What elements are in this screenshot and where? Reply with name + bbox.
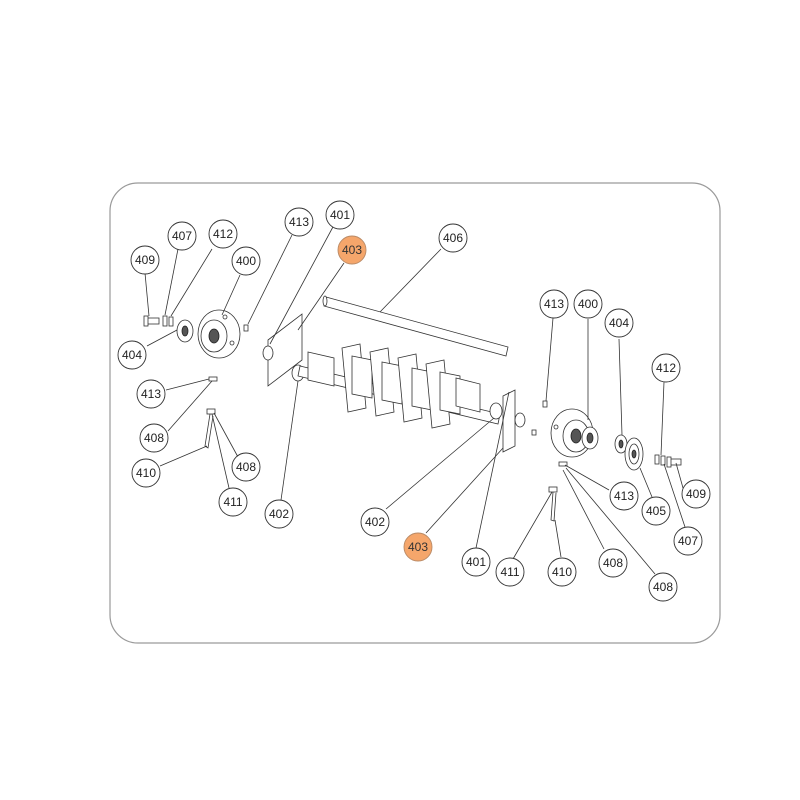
callout-label: 401 xyxy=(330,208,350,222)
callout-403-bottom[interactable]: 403 xyxy=(403,532,433,562)
left-washers xyxy=(162,315,174,327)
callout-label: 412 xyxy=(656,361,676,375)
callout-404-left[interactable]: 404 xyxy=(117,340,147,370)
callout-label: 412 xyxy=(213,227,233,241)
callout-408-right-b[interactable]: 408 xyxy=(648,572,678,602)
blade-drum xyxy=(297,343,501,429)
right-end-cap xyxy=(550,408,594,458)
callout-413-right[interactable]: 413 xyxy=(609,481,639,511)
parts-drawing xyxy=(143,295,682,522)
callout-label: 402 xyxy=(269,507,289,521)
right-washers xyxy=(654,454,666,466)
right-flange-plate xyxy=(502,389,516,453)
callout-400-left[interactable]: 400 xyxy=(231,246,261,276)
callout-413-left[interactable]: 413 xyxy=(136,379,166,409)
left-end-cap xyxy=(197,309,241,359)
shaft xyxy=(322,295,509,357)
callout-label: 409 xyxy=(686,487,706,501)
callout-label: 413 xyxy=(141,387,161,401)
callout-409-left[interactable]: 409 xyxy=(130,245,160,275)
callout-412-left[interactable]: 412 xyxy=(208,219,238,249)
right-bushing xyxy=(514,412,526,428)
callout-404-right[interactable]: 404 xyxy=(604,308,634,338)
callout-413-right-top[interactable]: 413 xyxy=(539,289,569,319)
right-pulley xyxy=(624,437,644,471)
callout-406[interactable]: 406 xyxy=(438,223,468,253)
left-bearing xyxy=(176,319,194,343)
callout-410-left[interactable]: 410 xyxy=(131,458,161,488)
callout-label: 403 xyxy=(408,540,428,554)
callout-label: 401 xyxy=(466,555,486,569)
callout-label: 413 xyxy=(544,297,564,311)
callout-401-bottom[interactable]: 401 xyxy=(461,547,491,577)
callout-label: 403 xyxy=(342,243,362,257)
right-bolt xyxy=(666,456,682,468)
left-bolt xyxy=(143,315,160,327)
callout-label: 408 xyxy=(236,460,256,474)
callout-label: 400 xyxy=(578,297,598,311)
left-flange-plate xyxy=(267,313,303,387)
callout-412-right[interactable]: 412 xyxy=(651,353,681,383)
callout-408-left-a[interactable]: 408 xyxy=(139,423,169,453)
callout-413-top[interactable]: 413 xyxy=(284,207,314,237)
callout-label: 410 xyxy=(136,466,156,480)
callout-label: 411 xyxy=(500,565,519,579)
callout-label: 404 xyxy=(609,316,629,330)
callout-401-top[interactable]: 401 xyxy=(325,200,355,230)
right-clip xyxy=(548,486,558,522)
callout-407-right[interactable]: 407 xyxy=(673,526,703,556)
callout-label: 405 xyxy=(646,504,666,518)
callout-label: 411 xyxy=(223,495,242,509)
callout-405[interactable]: 405 xyxy=(641,496,671,526)
callout-label: 406 xyxy=(443,231,463,245)
callout-409-right[interactable]: 409 xyxy=(681,479,711,509)
right-spacer xyxy=(489,402,503,420)
callout-408-left-b[interactable]: 408 xyxy=(231,452,261,482)
callout-label: 404 xyxy=(122,348,142,362)
callout-label: 408 xyxy=(603,556,623,570)
callout-400-right[interactable]: 400 xyxy=(573,289,603,319)
right-bearing xyxy=(581,426,599,450)
left-clip xyxy=(204,408,216,449)
callout-402-left[interactable]: 402 xyxy=(264,499,294,529)
callout-label: 413 xyxy=(289,215,309,229)
callout-label: 410 xyxy=(552,565,572,579)
callout-403-top[interactable]: 403 xyxy=(337,235,367,265)
callout-label: 413 xyxy=(614,489,634,503)
callout-label: 408 xyxy=(653,580,673,594)
callout-407-left[interactable]: 407 xyxy=(167,221,197,251)
callout-402-right[interactable]: 402 xyxy=(360,507,390,537)
callout-label: 407 xyxy=(678,534,698,548)
callout-410-right[interactable]: 410 xyxy=(547,557,577,587)
callout-408-right-a[interactable]: 408 xyxy=(598,548,628,578)
callout-label: 408 xyxy=(144,431,164,445)
right-small-parts xyxy=(531,400,568,467)
callout-411-right[interactable]: 411 xyxy=(495,557,525,587)
callout-411-left[interactable]: 411 xyxy=(218,487,248,517)
left-bushing xyxy=(262,345,274,361)
callout-label: 409 xyxy=(135,253,155,267)
callout-label: 402 xyxy=(365,515,385,529)
callout-label: 407 xyxy=(172,229,192,243)
leader-lines xyxy=(144,224,686,575)
callout-label: 400 xyxy=(236,254,256,268)
callouts: 409 407 412 400 413 401 403 406 404 413 … xyxy=(117,200,711,602)
